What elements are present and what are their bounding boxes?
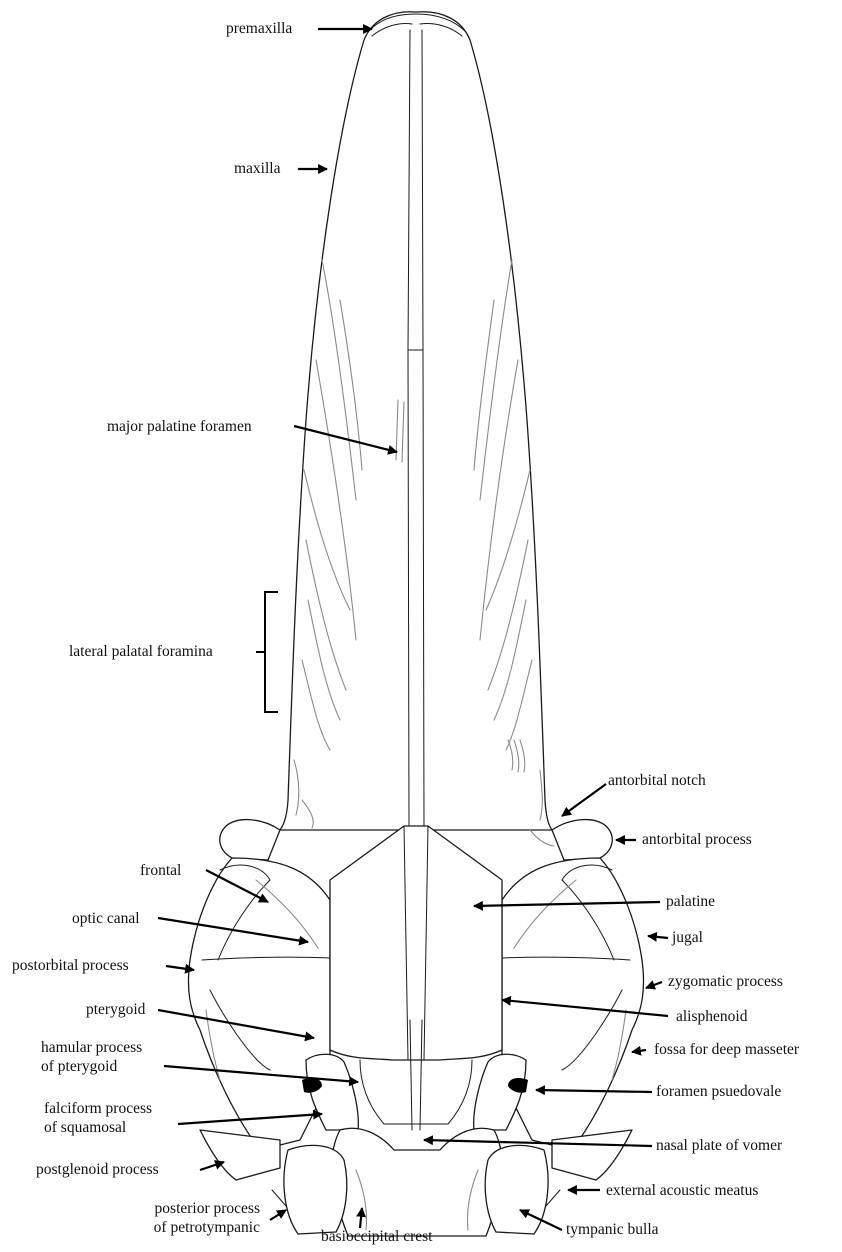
antorbital-process-left <box>220 820 280 860</box>
label-zygomatic-process: zygomatic process <box>668 973 783 991</box>
label-falciform-process-line1: falciform process <box>44 1100 152 1118</box>
label-nasal-plate-of-vomer: nasal plate of vomer <box>656 1137 782 1155</box>
palatine <box>330 826 502 1060</box>
tympanic-bulla-left <box>284 1145 347 1234</box>
antorbital-process-right <box>552 820 612 860</box>
tympanic-bulla-right <box>485 1145 548 1234</box>
label-fossa-for-deep-masseter: fossa for deep masseter <box>654 1041 799 1059</box>
lateral-palatal-bracket <box>265 592 278 712</box>
label-hamular-process-line1: hamular process <box>41 1039 142 1057</box>
label-major-palatine-foramen: major palatine foramen <box>107 418 252 436</box>
label-palatine: palatine <box>666 893 715 911</box>
label-optic-canal: optic canal <box>72 910 140 928</box>
label-postglenoid-process: postglenoid process <box>36 1161 159 1179</box>
label-maxilla: maxilla <box>234 160 281 178</box>
label-premaxilla: premaxilla <box>226 20 292 38</box>
label-lateral-palatal-foramina: lateral palatal foramina <box>69 643 213 661</box>
label-pterygoid: pterygoid <box>86 1001 145 1019</box>
label-tympanic-bulla: tympanic bulla <box>566 1221 659 1239</box>
basicranium <box>332 1128 502 1236</box>
label-antorbital-process: antorbital process <box>642 831 752 849</box>
label-posterior-process-line2: of petrotympanic <box>96 1219 260 1237</box>
rostrum-outline <box>280 12 552 830</box>
label-frontal: frontal <box>140 862 181 880</box>
label-jugal: jugal <box>672 929 703 947</box>
pterygoid-left <box>306 1054 358 1130</box>
label-postorbital-process: postorbital process <box>12 957 129 975</box>
label-antorbital-notch: antorbital notch <box>608 772 706 790</box>
label-basioccipital-crest: basioccipital crest <box>321 1228 432 1246</box>
label-alisphenoid: alisphenoid <box>676 1008 747 1026</box>
label-hamular-process-line2: of pterygoid <box>41 1058 117 1076</box>
label-foramen-psuedovale: foramen psuedovale <box>656 1083 781 1101</box>
orbit-left <box>188 858 330 1150</box>
label-falciform-process-line2: of squamosal <box>44 1119 126 1137</box>
label-external-acoustic-meatus: external acoustic meatus <box>606 1182 758 1200</box>
label-posterior-process-line1: posterior process <box>96 1200 260 1218</box>
